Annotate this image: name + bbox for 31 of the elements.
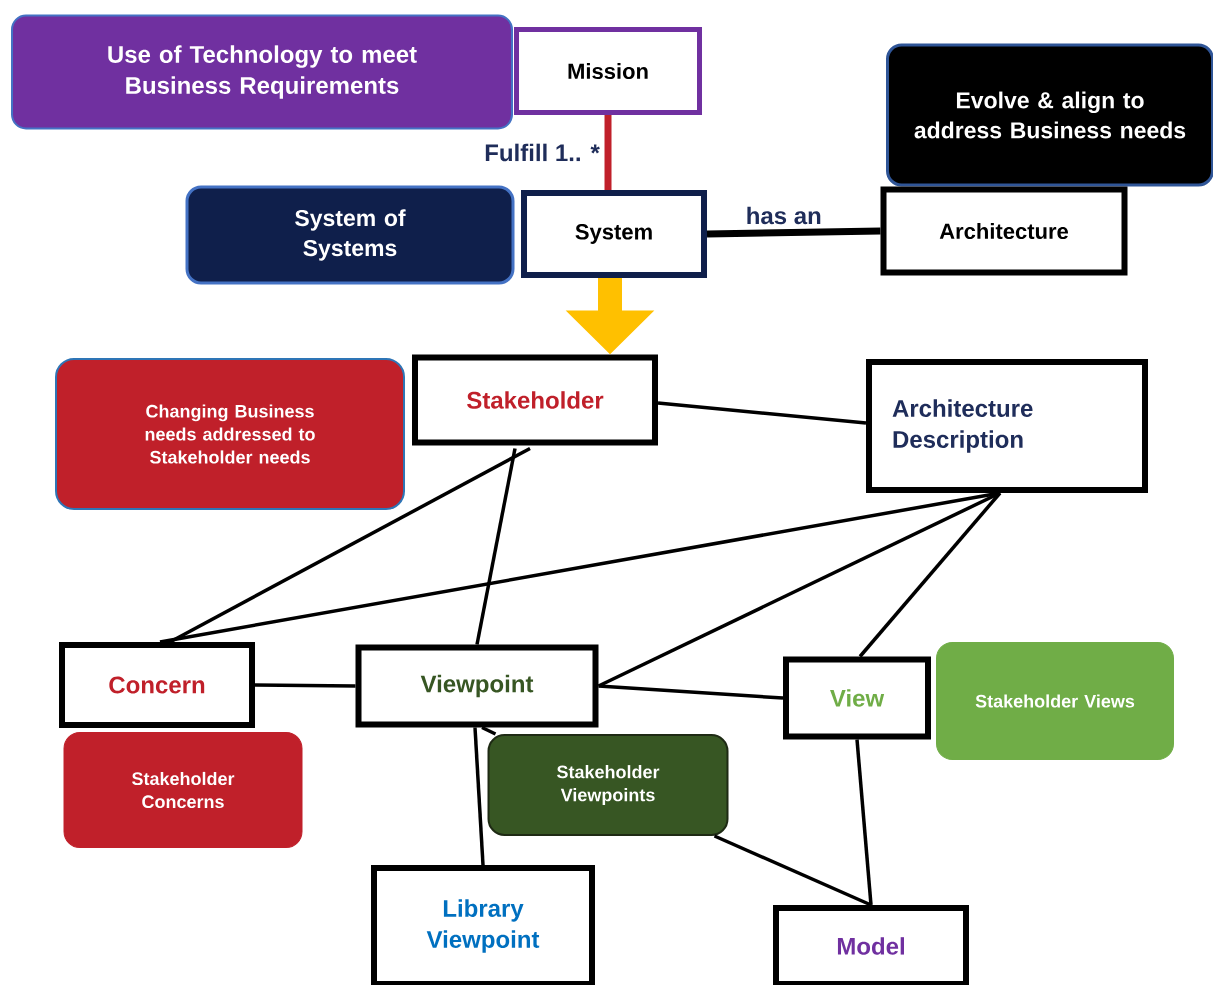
edge-label: has an (743, 204, 824, 227)
concept-box: Model (773, 905, 969, 985)
note-box: Use of Technology to meet Business Requirements (11, 14, 513, 130)
concept-box: View (783, 656, 931, 740)
connector-line (475, 448, 517, 645)
concept-box: Stakeholder (412, 354, 658, 446)
note-box: Changing Business needs addressed to Stakeholder needs (55, 358, 405, 510)
connector-line (657, 401, 867, 425)
connector-line (855, 739, 873, 906)
connector-line (481, 725, 497, 736)
note-box: Stakeholder Views (936, 642, 1174, 760)
concept-box: Architecture (880, 186, 1128, 276)
note-box: Stakeholder Viewpoints (487, 734, 729, 836)
note-box: Evolve & align to address Business needs (886, 43, 1213, 187)
connector-line (713, 834, 872, 907)
connector-line (473, 727, 485, 866)
note-box: Stakeholder Concerns (63, 732, 303, 848)
connector-line (255, 683, 356, 688)
connector-line (169, 446, 531, 644)
concept-box: Library Viewpoint (371, 865, 595, 985)
connector-line (598, 684, 784, 700)
connector-line (597, 491, 1001, 688)
connector-line (858, 491, 1002, 658)
concept-box: System (521, 190, 707, 278)
concept-box: Viewpoint (355, 644, 599, 728)
concept-box: Architecture Description (866, 359, 1148, 493)
concept-box: Mission (514, 27, 702, 115)
note-box: System of Systems (185, 185, 515, 285)
edge-label: Fulfill 1.. * (482, 141, 602, 164)
connector-line (159, 491, 1001, 644)
concept-box: Concern (59, 642, 255, 728)
